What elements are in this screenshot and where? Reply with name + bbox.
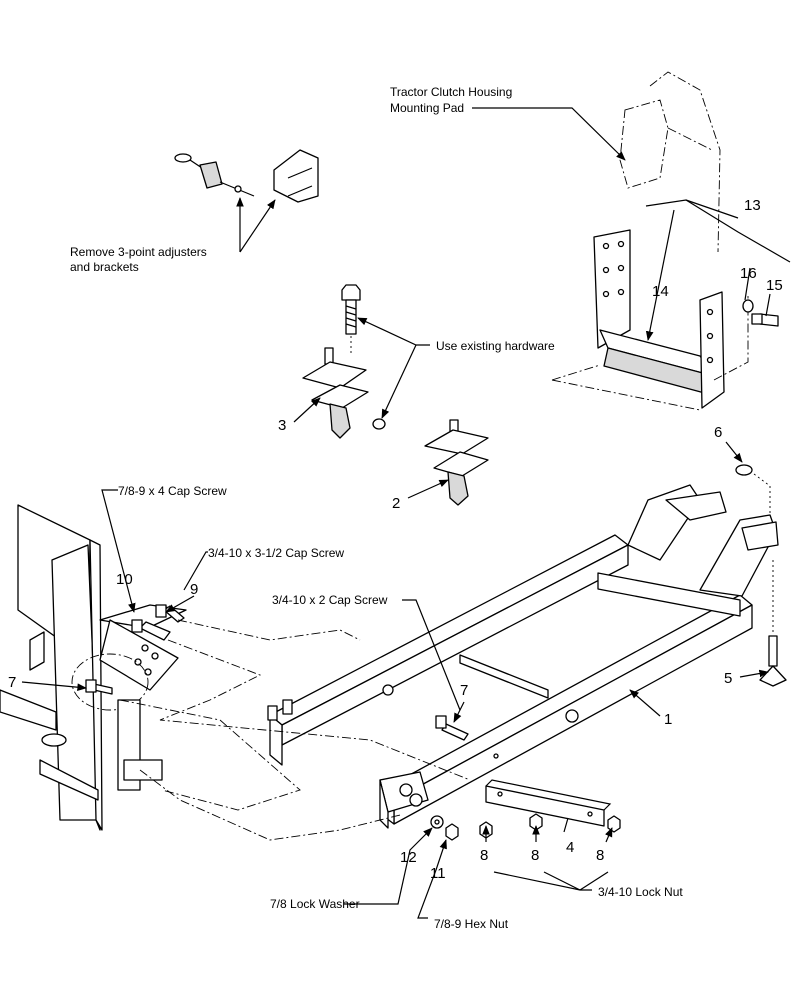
callout-lock-washer: 7/8 Lock Washer bbox=[270, 897, 360, 911]
item-number-11: 11 bbox=[430, 865, 446, 882]
callout-hex-nut: 7/8-9 Hex Nut bbox=[434, 917, 509, 931]
item-number-5: 5 bbox=[724, 670, 732, 687]
three-point-adjuster bbox=[174, 153, 255, 197]
lock-nut-8c bbox=[607, 815, 621, 833]
item-number-15: 15 bbox=[766, 277, 783, 294]
item-number-2: 2 bbox=[392, 495, 400, 512]
main-frame-1 bbox=[267, 484, 779, 829]
mounting-bracket-14 bbox=[593, 229, 725, 409]
washer-16 bbox=[742, 299, 754, 313]
callout-cap-screw-78-4: 7/8-9 x 4 Cap Screw bbox=[118, 484, 227, 498]
item-number-12: 12 bbox=[400, 849, 417, 866]
three-point-bracket bbox=[273, 149, 319, 203]
clutch-housing-pad bbox=[619, 71, 721, 253]
item-number-1: 1 bbox=[664, 711, 672, 728]
cap-screw-7-frame bbox=[435, 715, 469, 741]
callout-lock-nut: 3/4-10 Lock Nut bbox=[598, 885, 683, 899]
callout-remove-line1: Remove 3-point adjusters bbox=[70, 245, 207, 259]
item-number-16: 16 bbox=[740, 265, 757, 282]
cap-screw-7-left bbox=[85, 679, 113, 695]
hook-assembly-3 bbox=[302, 347, 386, 439]
item-number-14: 14 bbox=[652, 283, 669, 300]
item-number-8b: 8 bbox=[531, 847, 539, 864]
item-number-10: 10 bbox=[116, 571, 133, 588]
item-number-7-frame: 7 bbox=[460, 682, 468, 699]
lock-washer-12 bbox=[430, 815, 444, 829]
pivot-5 bbox=[759, 560, 787, 687]
hex-nut-11 bbox=[445, 823, 459, 841]
existing-hardware-bolt bbox=[341, 284, 361, 356]
pin-6 bbox=[735, 464, 771, 520]
callout-clutch-pad-line1: Tractor Clutch Housing bbox=[390, 85, 512, 99]
item-number-8c: 8 bbox=[596, 847, 604, 864]
tractor-side-frame bbox=[0, 504, 187, 831]
item-number-7-left: 7 bbox=[8, 674, 16, 691]
callout-cap-screw-34-2: 3/4-10 x 2 Cap Screw bbox=[272, 593, 388, 607]
item-number-3: 3 bbox=[278, 417, 286, 434]
callout-use-existing: Use existing hardware bbox=[436, 339, 555, 353]
callout-cap-screw-34-312: 3/4-10 x 3-1/2 Cap Screw bbox=[208, 546, 344, 560]
item-number-4: 4 bbox=[566, 839, 574, 856]
bolt-15 bbox=[751, 313, 779, 327]
strap-4 bbox=[485, 779, 612, 827]
item-number-9: 9 bbox=[190, 581, 198, 598]
leader-lines bbox=[21, 107, 771, 919]
item-number-6: 6 bbox=[714, 424, 722, 441]
callout-clutch-pad-line2: Mounting Pad bbox=[390, 101, 464, 115]
item-number-13: 13 bbox=[744, 197, 761, 214]
cover-13 bbox=[645, 199, 791, 263]
cap-screw-10 bbox=[131, 619, 171, 641]
hook-assembly-2 bbox=[424, 419, 489, 506]
callout-remove-line2: and brackets bbox=[70, 260, 139, 274]
item-number-8a: 8 bbox=[480, 847, 488, 864]
